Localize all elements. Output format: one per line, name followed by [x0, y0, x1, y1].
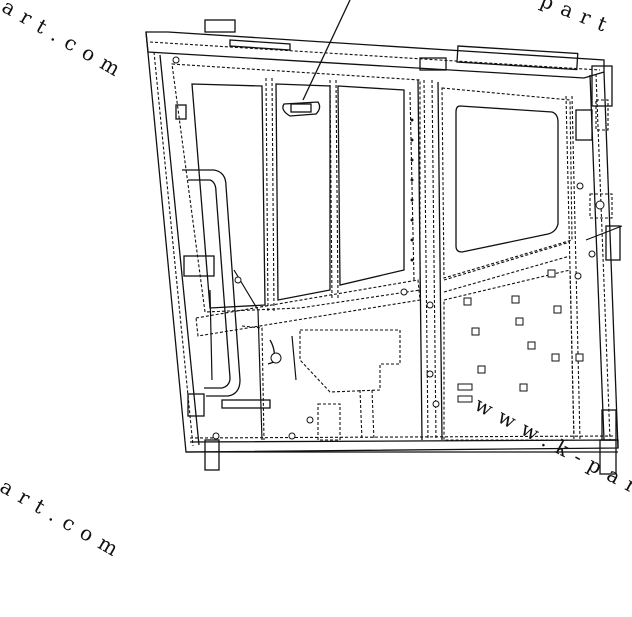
center-post: [417, 79, 443, 441]
right-window: [441, 87, 573, 293]
called-out-part: [282, 101, 321, 117]
door-handle: [182, 169, 241, 397]
fastener-pads: [457, 269, 584, 403]
lower-panel: [195, 279, 421, 441]
right-corner-post: [565, 95, 623, 475]
callout-leader-line: [302, 0, 351, 101]
top-rail: [204, 19, 613, 131]
left-lower-hardware: [175, 104, 263, 471]
mounting-holes: [172, 56, 596, 440]
outer-frame: [145, 31, 619, 453]
right-lower-panel: [443, 269, 584, 441]
left-window: [171, 63, 421, 313]
